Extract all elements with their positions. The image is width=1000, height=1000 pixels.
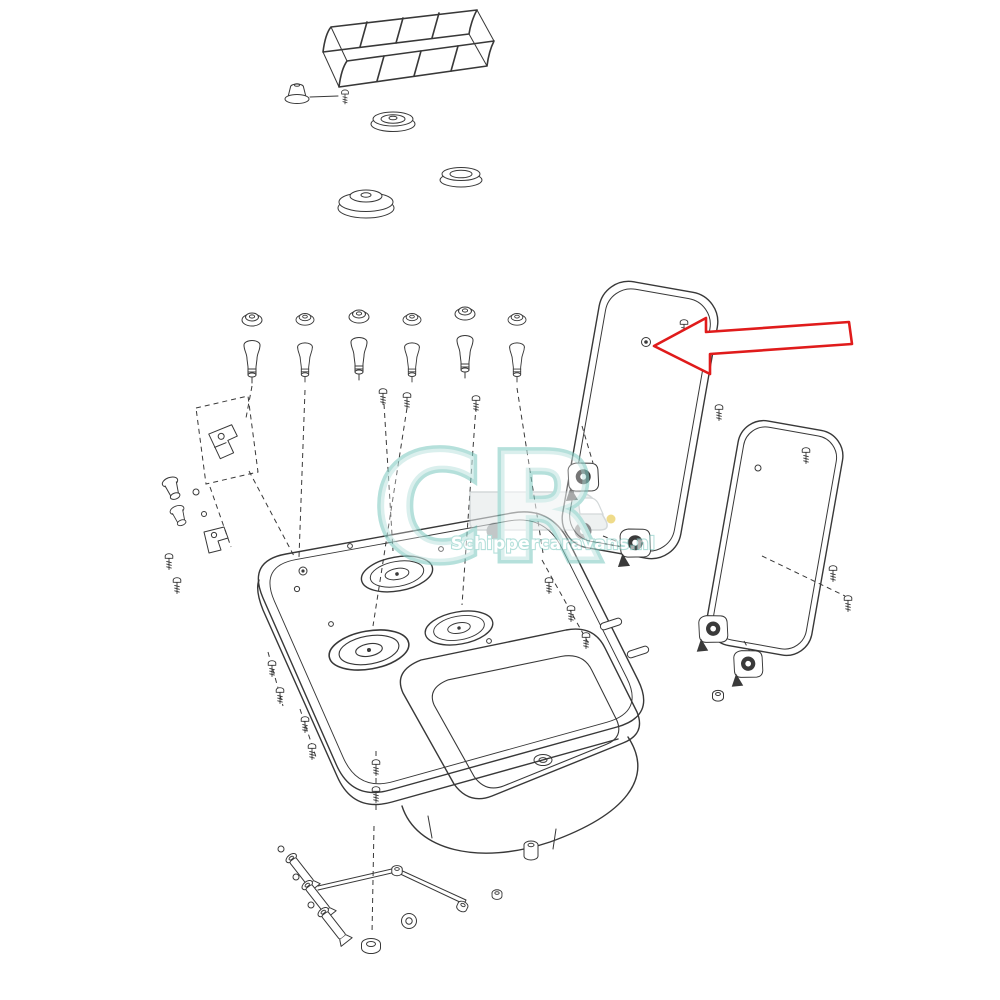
screw — [371, 786, 381, 803]
fastener-nut — [491, 889, 503, 900]
ignition-bracket-box — [195, 395, 259, 485]
lid-hinge — [722, 645, 769, 690]
lid-screw-hole — [641, 337, 651, 347]
cap-nut — [401, 913, 417, 929]
callout-arrow — [652, 316, 854, 376]
control-knob — [402, 313, 422, 326]
screw — [566, 605, 576, 622]
burner-ring — [325, 623, 413, 677]
igniter-boss — [298, 566, 308, 576]
control-knobs — [241, 306, 527, 327]
bolt-hole — [293, 585, 301, 593]
jet-nozzle — [307, 901, 315, 909]
burner-cap-small — [284, 83, 310, 104]
screw — [371, 759, 381, 776]
truck-wheel-icon — [486, 522, 504, 540]
sink-opening — [399, 628, 641, 800]
flange-nut — [361, 938, 381, 954]
screw — [714, 404, 724, 421]
bolt-hole — [347, 543, 353, 549]
screw — [378, 388, 388, 405]
glass-lid-small — [706, 419, 844, 657]
lid-screw-hole — [754, 464, 762, 472]
lid-hinge — [687, 610, 734, 655]
pan-support-rack — [322, 9, 495, 88]
mounting-bracket — [203, 526, 229, 554]
burner-head-large — [337, 189, 395, 219]
cap-nut-center — [405, 917, 413, 925]
pipe-fitting — [523, 840, 539, 861]
screw — [828, 565, 838, 582]
screw — [300, 716, 310, 733]
screw — [341, 89, 349, 105]
truck-logo-icon — [469, 491, 616, 540]
leader-line — [309, 95, 339, 98]
glass-lid-large — [561, 280, 719, 560]
truck-light-icon — [606, 514, 616, 524]
lid-screw-hole-center — [644, 340, 648, 344]
burner-head-small — [370, 111, 416, 132]
bolt-hole — [328, 621, 334, 627]
gas-pipe-elbow — [395, 867, 467, 905]
gas-valve — [509, 342, 525, 383]
union-nut — [391, 865, 403, 877]
jet-nozzle — [292, 873, 300, 881]
spacer-plate — [598, 616, 624, 632]
burner-head-medium — [439, 167, 483, 188]
drain-hole-inner — [538, 757, 548, 763]
ignition-bracket — [208, 424, 238, 460]
screw — [581, 632, 591, 649]
burner-ring — [421, 605, 497, 651]
gas-valve — [243, 340, 261, 384]
watermark: CR Schippercaravans.nl — [370, 419, 656, 600]
bolt-hole — [486, 638, 492, 644]
fastener-nut — [712, 689, 724, 702]
gas-valves — [243, 335, 525, 384]
screw — [843, 595, 853, 612]
drain-hole — [533, 754, 553, 766]
washer — [192, 488, 200, 496]
union-nut — [454, 899, 470, 914]
gas-manifold — [277, 840, 539, 954]
sink-bowl-floor — [431, 655, 620, 789]
hob-side-lip — [256, 579, 619, 806]
gas-valve — [297, 342, 313, 383]
screw — [275, 687, 285, 704]
screw — [402, 392, 412, 409]
electrode — [161, 476, 181, 500]
jet-nozzle — [277, 845, 285, 853]
control-knob — [295, 313, 315, 326]
watermark-logo-letters: CR — [373, 422, 607, 596]
igniter-tip — [301, 569, 305, 573]
sink-underside-seams — [427, 815, 557, 850]
control-knob — [507, 313, 527, 326]
washer — [201, 511, 207, 517]
control-knob — [348, 309, 370, 324]
gas-valve — [350, 337, 368, 381]
control-knob — [241, 312, 263, 327]
control-knob — [454, 306, 476, 321]
electrode — [169, 505, 187, 527]
spacer-plate — [625, 644, 651, 660]
screw — [267, 660, 277, 677]
hob-sink-unit — [256, 511, 645, 854]
gas-pipe — [317, 867, 397, 891]
screw — [164, 553, 174, 570]
watermark-site-text: Schippercaravans.nl — [451, 534, 656, 554]
gas-valve — [404, 342, 420, 383]
sink-underside — [401, 736, 639, 854]
screw — [801, 447, 811, 464]
bolt-hole — [438, 546, 444, 552]
gas-valve — [456, 335, 474, 379]
screw — [172, 577, 182, 594]
